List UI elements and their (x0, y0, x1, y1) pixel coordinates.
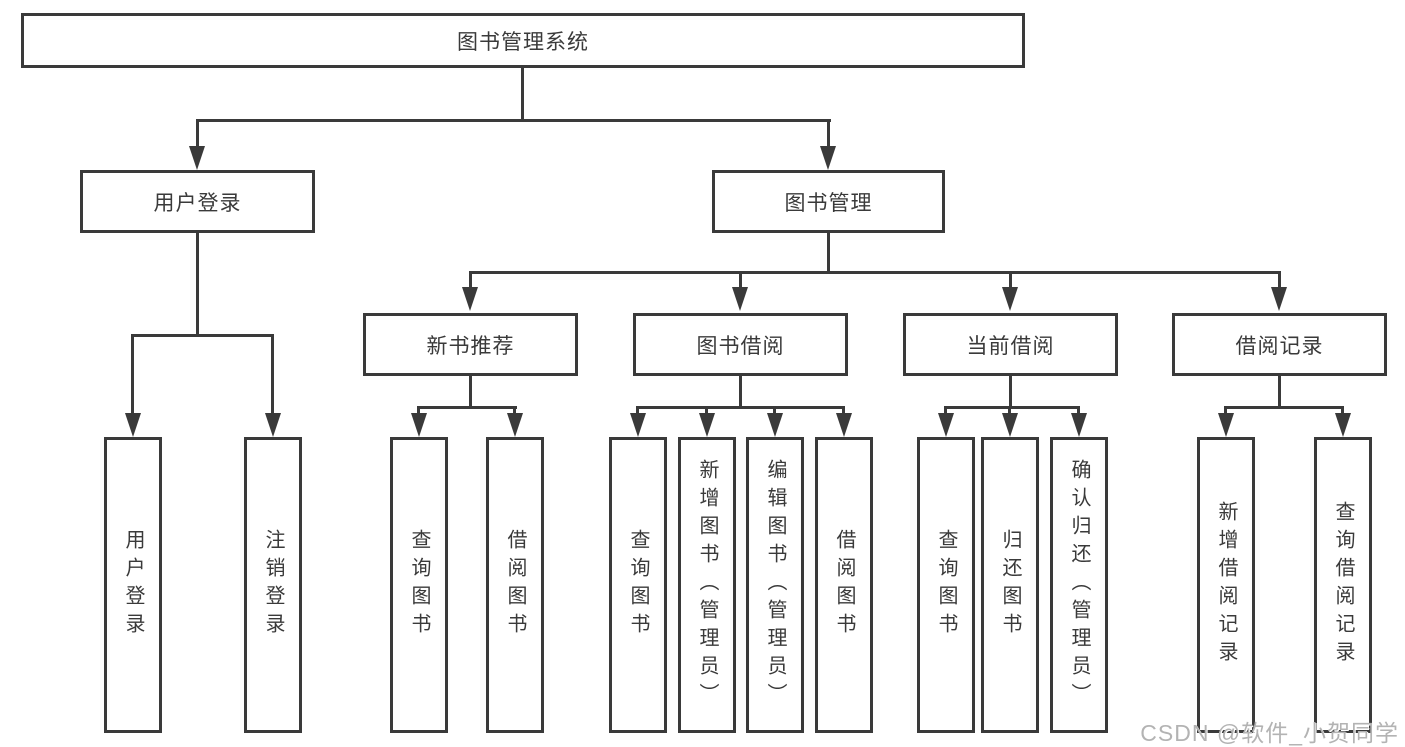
node-user-login: 用户登录 (80, 170, 315, 233)
arrowhead-leaf-logout (265, 413, 281, 437)
connector-to-leaf-return (1008, 406, 1011, 415)
leaf-add-book-admin: 新增图书（管理员） (678, 437, 736, 733)
leaf-confirm-return-admin: 确认归还（管理员） (1050, 437, 1108, 733)
leaf-query-books-current-label: 查询图书 (935, 529, 957, 641)
connector-to-leaf-edit-book (773, 406, 776, 415)
leaf-query-books-borrow-label: 查询图书 (627, 529, 649, 641)
leaf-logout-label: 注销登录 (262, 529, 284, 641)
leaf-return-book-label: 归还图书 (999, 529, 1021, 641)
connector-to-leaf-login (131, 334, 134, 414)
arrowhead-leaf-return (1002, 413, 1018, 437)
connector-borrow-records-hbar (1224, 406, 1343, 409)
node-new-book-recommend: 新书推荐 (363, 313, 578, 376)
connector-to-leaf-add-record (1224, 406, 1227, 415)
connector-to-leaf-logout (271, 334, 274, 414)
connector-current-borrow-stem (1009, 376, 1012, 409)
arrowhead-leaf-add-record (1218, 413, 1234, 437)
connector-new-book-stem (469, 376, 472, 409)
leaf-confirm-return-admin-label: 确认归还（管理员） (1068, 459, 1090, 711)
leaf-borrow-books: 借阅图书 (815, 437, 873, 733)
node-user-login-label: 用户登录 (153, 191, 242, 215)
arrowhead-user-login (189, 146, 205, 170)
leaf-return-book: 归还图书 (981, 437, 1039, 733)
connector-to-leaf-confirm (1077, 406, 1080, 415)
node-book-borrow: 图书借阅 (633, 313, 848, 376)
leaf-borrow-books-recommend: 借阅图书 (486, 437, 544, 733)
node-book-management: 图书管理 (712, 170, 945, 233)
connector-user-login-stem (196, 233, 199, 336)
arrowhead-leaf-query2 (630, 413, 646, 437)
leaf-add-borrow-record-label: 新增借阅记录 (1215, 501, 1237, 669)
connector-book-borrow-hbar (636, 406, 844, 409)
connector-borrow-records-stem (1278, 376, 1281, 409)
connector-to-borrow-records (1278, 271, 1281, 289)
arrowhead-current-borrow (1002, 287, 1018, 311)
connector-to-leaf-add-book (705, 406, 708, 415)
leaf-user-login: 用户登录 (104, 437, 162, 733)
arrowhead-book-borrow (732, 287, 748, 311)
leaf-user-login-label: 用户登录 (122, 529, 144, 641)
leaf-borrow-books-recommend-label: 借阅图书 (504, 529, 526, 641)
leaf-query-books-recommend: 查询图书 (390, 437, 448, 733)
leaf-logout: 注销登录 (244, 437, 302, 733)
connector-to-leaf-query1 (417, 406, 420, 415)
connector-user-login-hbar (131, 334, 273, 337)
leaf-add-book-admin-label: 新增图书（管理员） (696, 459, 718, 711)
leaf-edit-book-admin-label: 编辑图书（管理员） (764, 459, 786, 711)
arrowhead-leaf-login (125, 413, 141, 437)
arrowhead-leaf-query3 (938, 413, 954, 437)
node-library-system-label: 图书管理系统 (457, 30, 589, 54)
node-current-borrow: 当前借阅 (903, 313, 1118, 376)
arrowhead-leaf-borrow1 (507, 413, 523, 437)
node-current-borrow-label: 当前借阅 (966, 334, 1055, 358)
connector-to-leaf-query-record (1341, 406, 1344, 415)
arrowhead-new-book (462, 287, 478, 311)
connector-to-current-borrow (1009, 271, 1012, 289)
connector-to-leaf-query3 (944, 406, 947, 415)
connector-to-book-mgmt (827, 119, 830, 148)
leaf-query-books-current: 查询图书 (917, 437, 975, 733)
connector-root-stem (521, 68, 524, 120)
arrowhead-leaf-confirm (1071, 413, 1087, 437)
node-library-system: 图书管理系统 (21, 13, 1025, 68)
leaf-query-borrow-record-label: 查询借阅记录 (1332, 501, 1354, 669)
connector-new-book-hbar (417, 406, 517, 409)
connector-to-leaf-borrow2 (842, 406, 845, 415)
leaf-query-books-recommend-label: 查询图书 (408, 529, 430, 641)
connector-book-mgmt-stem (827, 233, 830, 273)
arrowhead-leaf-query1 (411, 413, 427, 437)
node-book-management-label: 图书管理 (784, 191, 873, 215)
node-new-book-recommend-label: 新书推荐 (426, 334, 515, 358)
connector-to-new-book (469, 271, 472, 289)
connector-to-book-borrow (739, 271, 742, 289)
connector-root-hbar (196, 119, 831, 122)
node-borrow-records-label: 借阅记录 (1235, 334, 1324, 358)
arrowhead-leaf-borrow2 (836, 413, 852, 437)
connector-to-leaf-borrow1 (513, 406, 516, 415)
arrowhead-leaf-add-book (699, 413, 715, 437)
leaf-query-borrow-record: 查询借阅记录 (1314, 437, 1372, 733)
node-borrow-records: 借阅记录 (1172, 313, 1387, 376)
arrowhead-leaf-edit-book (767, 413, 783, 437)
connector-book-borrow-stem (739, 376, 742, 409)
leaf-add-borrow-record: 新增借阅记录 (1197, 437, 1255, 733)
arrowhead-book-mgmt (820, 146, 836, 170)
connector-to-user-login (196, 119, 199, 148)
leaf-edit-book-admin: 编辑图书（管理员） (746, 437, 804, 733)
arrowhead-borrow-records (1271, 287, 1287, 311)
leaf-query-books-borrow: 查询图书 (609, 437, 667, 733)
node-book-borrow-label: 图书借阅 (696, 334, 785, 358)
leaf-borrow-books-label: 借阅图书 (833, 529, 855, 641)
connector-current-borrow-hbar (944, 406, 1079, 409)
connector-to-leaf-query2 (636, 406, 639, 415)
connector-book-mgmt-hbar (469, 271, 1281, 274)
arrowhead-leaf-query-record (1335, 413, 1351, 437)
